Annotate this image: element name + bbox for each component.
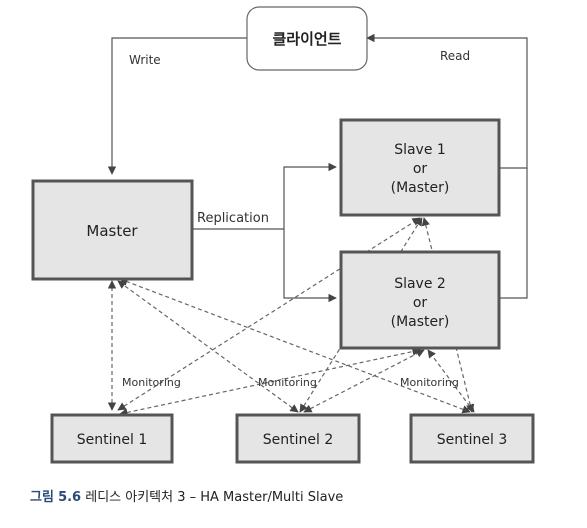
slave2-line2: or — [413, 295, 428, 311]
sentinel3-label: Sentinel 3 — [437, 432, 508, 448]
sentinel1-node: Sentinel 1 — [50, 413, 174, 464]
monitor-s3-slave2 — [427, 349, 475, 413]
sentinel2-node: Sentinel 2 — [235, 413, 361, 464]
client-label: 클라이언트 — [272, 30, 341, 48]
client-node: 클라이언트 — [246, 6, 368, 71]
slave2-line3: (Master) — [391, 314, 450, 330]
write-edge — [107, 37, 247, 175]
slave1-node: Slave 1 or (Master) — [339, 118, 501, 217]
monitoring-label-3: Monitoring — [400, 376, 459, 389]
read-label: Read — [440, 49, 470, 63]
sentinel2-label: Sentinel 2 — [263, 432, 334, 448]
figure-caption: 그림 5.6 레디스 아키텍처 3 – HA Master/Multi Slav… — [30, 486, 570, 506]
read-edge-slave1 — [366, 33, 528, 169]
slave1-line1: Slave 1 — [394, 142, 446, 158]
caption-text: 레디스 아키텍처 3 – HA Master/Multi Slave — [85, 490, 344, 505]
write-label: Write — [129, 53, 161, 67]
monitoring-label-1: Monitoring — [122, 376, 181, 389]
monitoring-label-2: Monitoring — [258, 376, 317, 389]
master-node: Master — [31, 179, 194, 281]
slave2-line1: Slave 2 — [394, 276, 446, 292]
sentinel1-label: Sentinel 1 — [77, 432, 148, 448]
caption-number: 5.6 — [58, 490, 82, 505]
slave1-line2: or — [413, 161, 428, 177]
monitor-s2-master — [117, 280, 299, 413]
read-edge-slave2 — [499, 168, 528, 299]
sentinel3-node: Sentinel 3 — [409, 413, 535, 464]
slave1-line3: (Master) — [391, 180, 450, 196]
caption-prefix: 그림 — [30, 490, 54, 505]
master-label: Master — [86, 222, 138, 240]
slave2-node: Slave 2 or (Master) — [339, 250, 501, 350]
replication-label: Replication — [197, 211, 269, 226]
